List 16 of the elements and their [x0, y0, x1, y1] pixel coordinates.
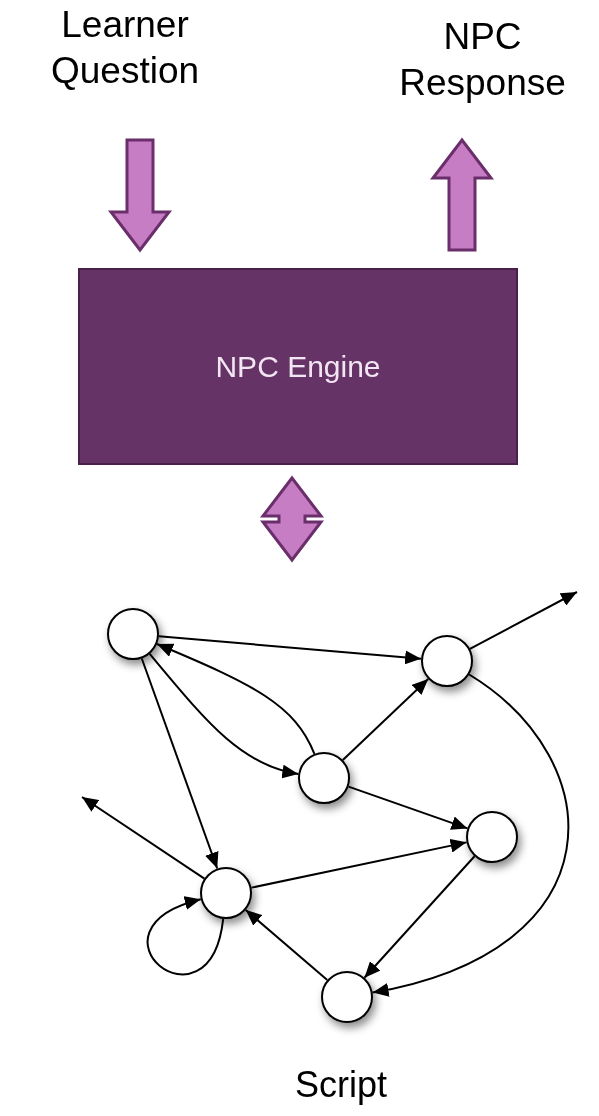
io-label: NPC Response — [398, 15, 567, 105]
arrow — [244, 908, 329, 982]
arrow — [81, 796, 206, 880]
io-label: Learner Question — [49, 3, 201, 93]
arrow — [363, 855, 476, 979]
arrow — [148, 652, 300, 778]
arrow — [146, 897, 225, 976]
arrow — [468, 591, 578, 650]
script-label: Script — [295, 1063, 388, 1107]
arrow — [156, 643, 316, 755]
engine-box — [78, 268, 518, 465]
block-arrow — [107, 138, 173, 253]
engine-label: NPC Engine — [215, 349, 381, 385]
arrow — [341, 677, 430, 762]
block-arrow — [259, 475, 325, 563]
block-arrow — [429, 137, 495, 252]
